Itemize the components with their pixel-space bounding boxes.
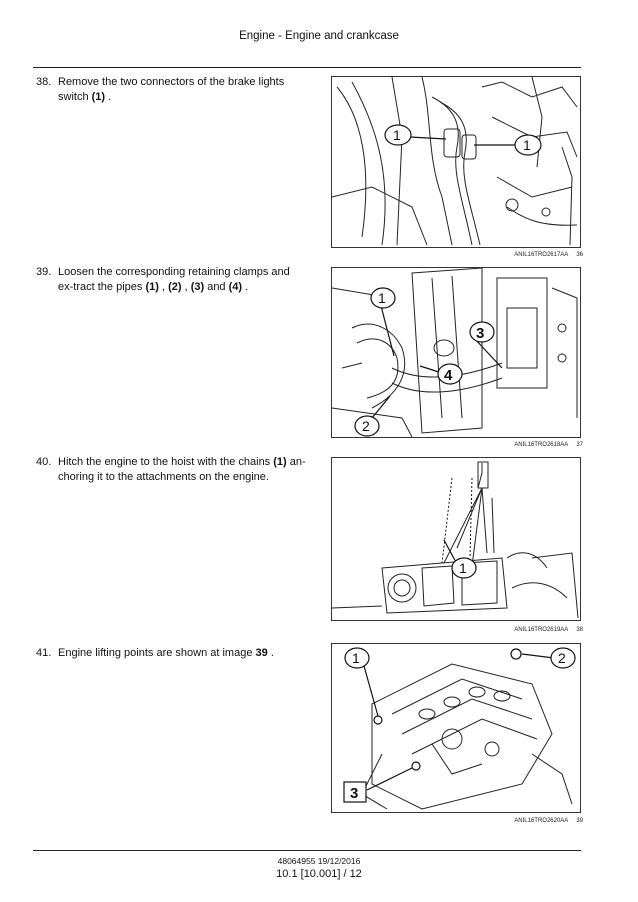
- callout-1: 1: [378, 290, 386, 306]
- callout-1: 1: [352, 650, 360, 666]
- step-number: 38.: [36, 76, 52, 88]
- step-number: 39.: [36, 266, 52, 278]
- step-text: Remove the two connectors of the brake l…: [58, 76, 285, 103]
- callout-2: 2: [362, 418, 370, 434]
- footer-rule: [33, 850, 581, 851]
- header-rule: [33, 67, 581, 68]
- callout-2: 2: [558, 650, 566, 666]
- callout-3: 3: [350, 785, 358, 802]
- figure-39-lifting-points-illustration: 1 2 3: [331, 643, 581, 813]
- figure-36-brake-switch-illustration: 1 1: [331, 76, 581, 248]
- footer-doc-info: 48064955 19/12/2016: [277, 856, 361, 866]
- callout-3: 3: [476, 325, 484, 342]
- callout-1: 1: [459, 560, 467, 576]
- figure-37-pipes-illustration: 1 2 3 4: [331, 267, 581, 438]
- step-number: 41.: [36, 647, 52, 659]
- step-38: 38. Remove the two connectors of the bra…: [36, 75, 308, 105]
- callout-1-right: 1: [523, 137, 531, 153]
- callout-1-left: 1: [393, 127, 401, 143]
- step-text: Engine lifting points are shown at image…: [58, 647, 274, 659]
- step-text: Hitch the engine to the hoist with the c…: [58, 456, 306, 483]
- footer-page-number: 10.1 [10.001] / 12: [276, 868, 362, 880]
- figure-38-hoist-chains-illustration: 1: [331, 457, 581, 621]
- step-40: 40. Hitch the engine to the hoist with t…: [36, 455, 308, 485]
- step-text: Loosen the corresponding retaining clamp…: [58, 266, 290, 293]
- callout-4: 4: [444, 367, 453, 384]
- step-41: 41. Engine lifting points are shown at i…: [36, 646, 308, 661]
- step-39: 39. Loosen the corresponding retaining c…: [36, 265, 308, 295]
- page-header-title: Engine - Engine and crankcase: [239, 30, 399, 42]
- step-number: 40.: [36, 456, 52, 468]
